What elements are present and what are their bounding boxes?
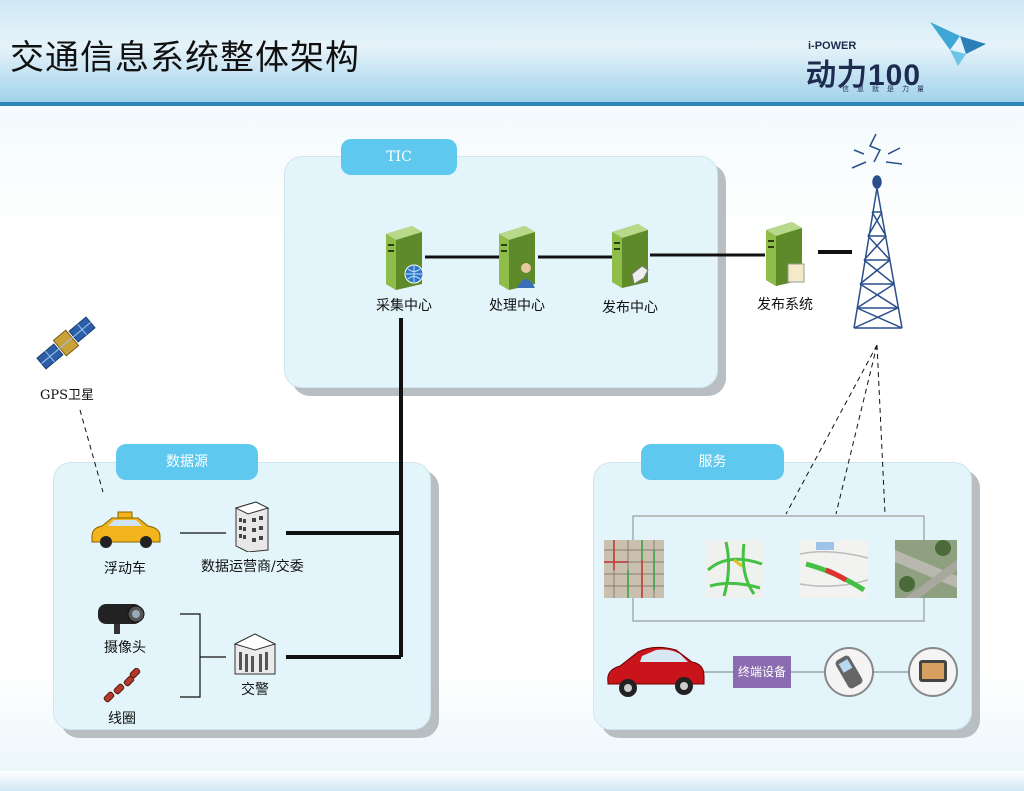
gps-signal-line (79, 409, 104, 493)
data-source-tab: 数据源 (116, 444, 258, 480)
camera-icon (98, 604, 145, 634)
logo-top-text: i-POWER (808, 40, 857, 52)
navigator-icon (908, 647, 958, 697)
collect-center-label: 采集中心 (376, 298, 432, 314)
gps-satellite-label: GPS卫星 (40, 388, 95, 403)
mobile-phone-icon (824, 647, 874, 697)
tower-signal-1 (785, 344, 878, 515)
coil-icon (103, 668, 141, 703)
service-map-frame (632, 515, 925, 622)
server-icon (386, 226, 424, 290)
server-icon (766, 222, 805, 286)
page-title: 交通信息系统整体架构 (10, 38, 360, 78)
footer-band (0, 771, 1024, 791)
traffic-map-thumbnail-2 (706, 540, 764, 598)
coil-label: 线圈 (108, 711, 136, 727)
tower-signal-3 (876, 344, 886, 515)
publish-system-label: 发布系统 (757, 297, 813, 313)
logo-main-text: 动力100 (806, 59, 922, 92)
traffic-photo-thumbnail (895, 540, 957, 598)
police-building-icon (233, 633, 277, 675)
police-label: 交警 (241, 682, 269, 698)
tic-tab: TIC (341, 139, 457, 175)
service-tab: 服务 (641, 444, 784, 480)
server-icon (612, 224, 649, 288)
satellite-icon (36, 316, 96, 370)
header-divider (0, 102, 1024, 106)
radio-tower-icon (851, 133, 903, 329)
red-car-icon (607, 646, 705, 697)
logo-sub-text: 信息就是力量 (842, 85, 932, 93)
bracket-camera-coil (180, 613, 201, 698)
process-center-label: 处理中心 (489, 298, 545, 314)
traffic-map-thumbnail-3 (800, 540, 868, 598)
terminal-device-box: 终端设备 (733, 656, 791, 688)
tower-signal-2 (835, 344, 878, 515)
header-banner (0, 0, 1024, 104)
floating-car-label: 浮动车 (104, 561, 146, 577)
logo-bird-icon (930, 22, 986, 66)
camera-label: 摄像头 (104, 640, 146, 656)
operator-label: 数据运营商/交委 (201, 559, 304, 575)
publish-center-label: 发布中心 (602, 300, 658, 316)
taxi-icon (91, 511, 161, 548)
building-icon (234, 501, 270, 552)
server-icon (499, 226, 535, 290)
traffic-map-thumbnail-1 (604, 540, 664, 598)
